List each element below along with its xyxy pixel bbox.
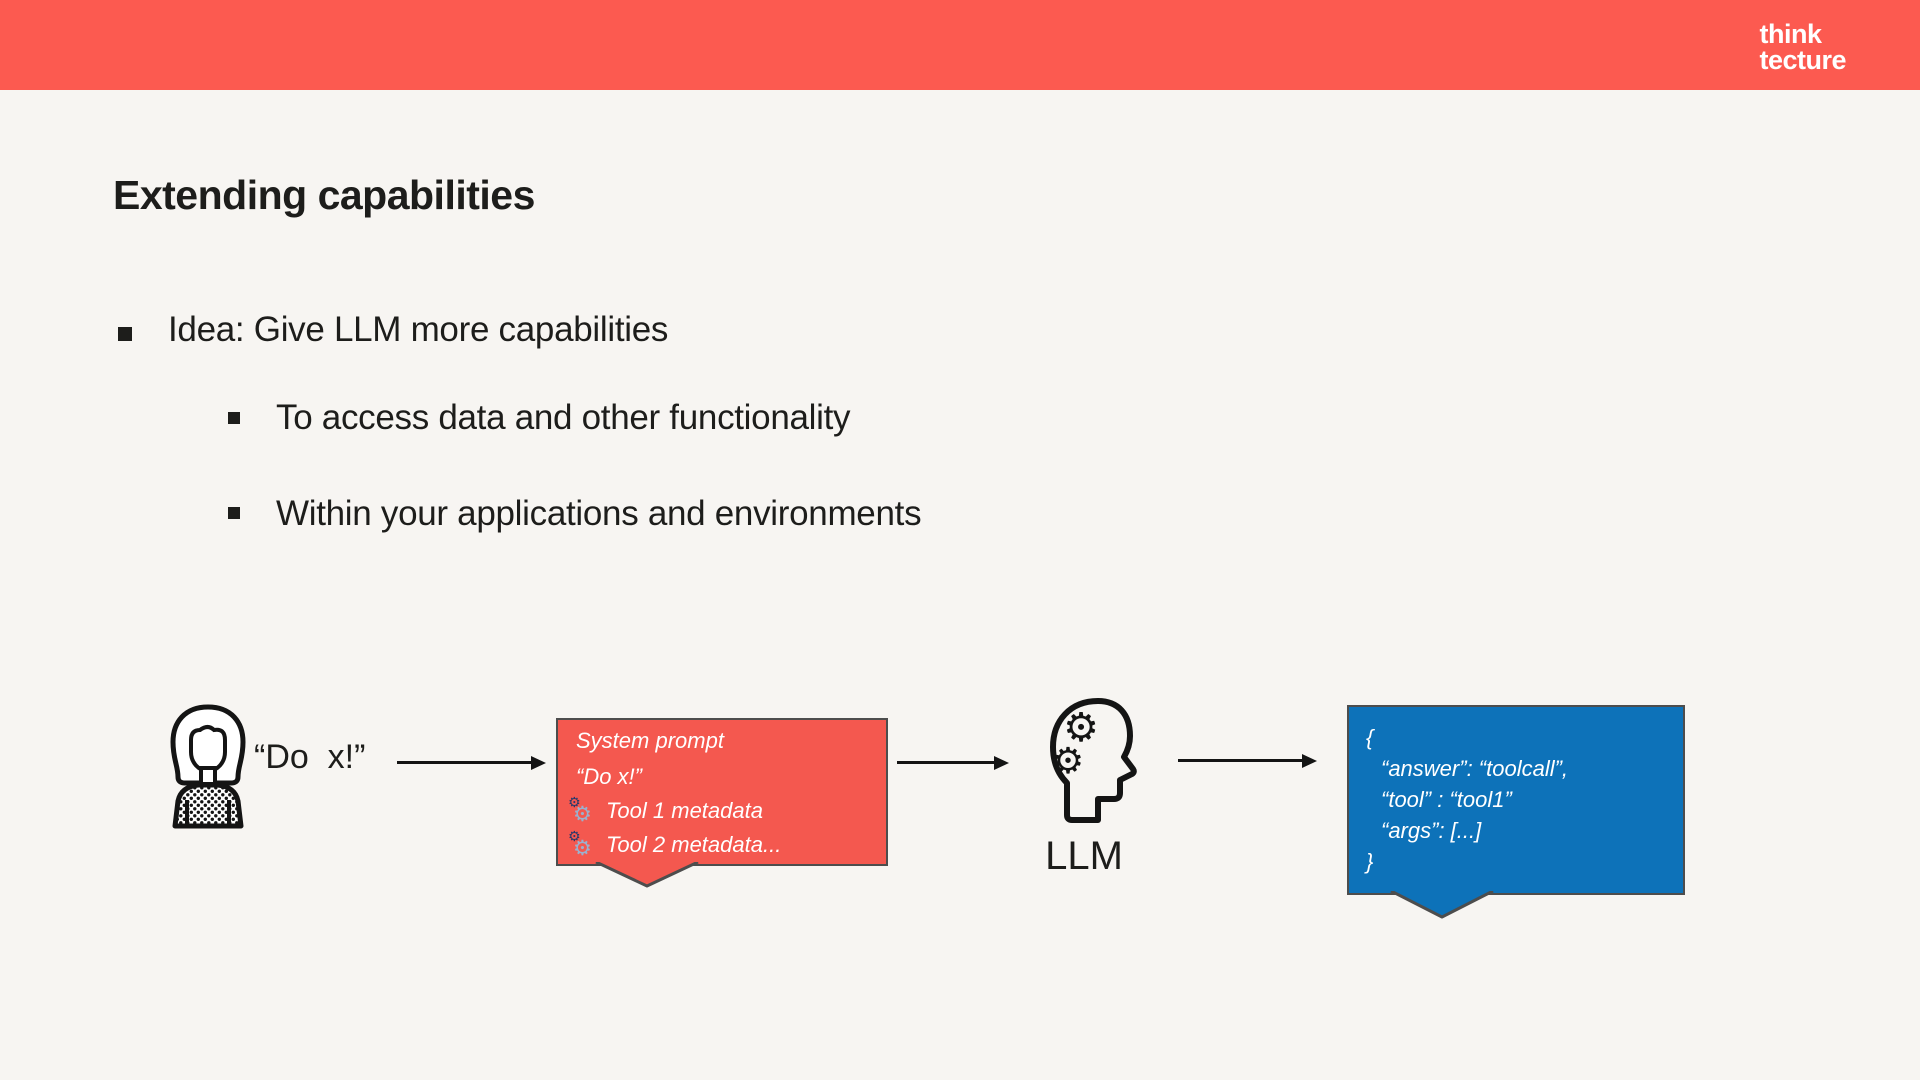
gears-icon: ⚙ ⚙ — [568, 796, 596, 826]
bullet-marker — [228, 507, 240, 519]
header-bar: think tecture — [0, 0, 1920, 90]
response-line-1: { — [1366, 725, 1374, 750]
bullet-marker — [118, 327, 132, 341]
gears-icon: ⚙ ⚙ — [568, 830, 596, 860]
llm-head-gears-icon: ⚙ ⚙ — [1038, 696, 1150, 831]
user-person-icon — [158, 702, 258, 835]
system-prompt-bubble: System prompt “Do x!” ⚙ ⚙ Tool 1 metadat… — [556, 718, 888, 888]
svg-text:⚙: ⚙ — [1063, 705, 1099, 751]
tool-1-label: Tool 1 metadata — [606, 798, 763, 823]
gear-small-icon: ⚙ — [568, 795, 581, 811]
speech-bubble-tail — [595, 862, 699, 888]
prompt-bubble-title: System prompt — [576, 728, 724, 753]
gear-small-icon: ⚙ — [568, 829, 581, 845]
logo-line-1: think — [1759, 19, 1822, 49]
flow-arrow-3 — [1178, 759, 1302, 762]
tool-2-row: ⚙ ⚙ Tool 2 metadata... — [568, 830, 781, 860]
bullet-sub-1: To access data and other functionality — [276, 398, 851, 437]
llm-response-bubble: { “answer”: “toolcall”, “tool” : “tool1”… — [1347, 705, 1685, 919]
speech-bubble-tail — [1390, 891, 1494, 919]
response-line-5: } — [1366, 849, 1374, 874]
svg-text:⚙: ⚙ — [1052, 741, 1084, 782]
tool-1-row: ⚙ ⚙ Tool 1 metadata — [568, 796, 763, 826]
thinktecture-logo: think tecture — [1759, 19, 1846, 75]
response-line-3: “tool” : “tool1” — [1381, 787, 1512, 812]
tool-2-label: Tool 2 metadata... — [606, 832, 782, 857]
gear-large-icon: ⚙ — [573, 836, 592, 860]
logo-line-2: tecture — [1759, 45, 1846, 75]
slide-title: Extending capabilities — [113, 172, 535, 218]
prompt-bubble-quote: “Do x!” — [576, 764, 642, 789]
bullet-main: Idea: Give LLM more capabilities — [168, 310, 669, 349]
user-quote-text: “Do x!” — [254, 738, 366, 776]
flow-arrow-1 — [397, 761, 531, 764]
response-line-4: “args”: [...] — [1381, 818, 1482, 843]
flow-arrow-2 — [897, 761, 994, 764]
gear-large-icon: ⚙ — [573, 802, 592, 826]
bullet-marker — [228, 412, 240, 424]
bullet-sub-2: Within your applications and environment… — [276, 494, 922, 533]
response-line-2: “answer”: “toolcall”, — [1381, 756, 1569, 781]
llm-label: LLM — [1045, 834, 1123, 878]
